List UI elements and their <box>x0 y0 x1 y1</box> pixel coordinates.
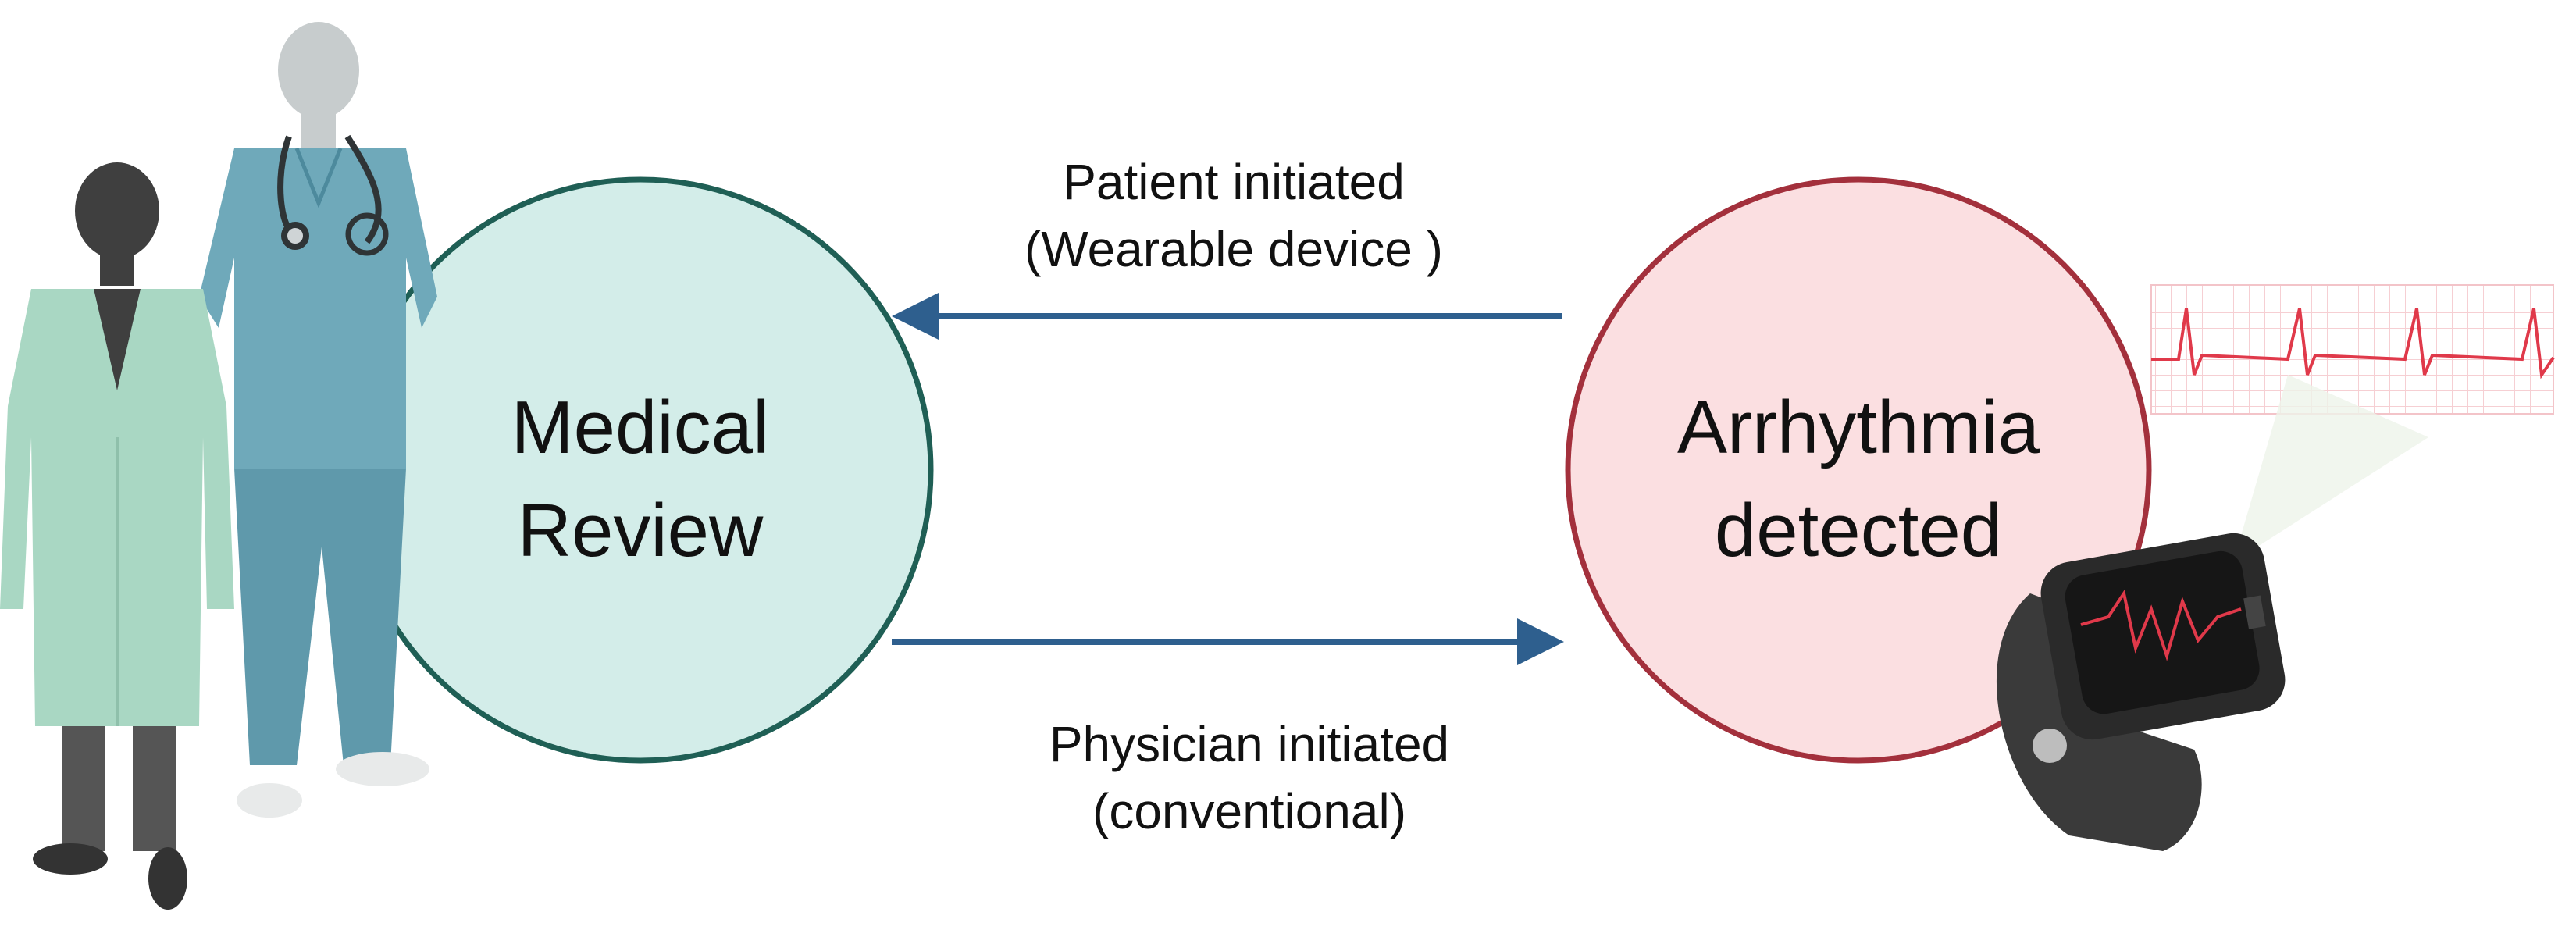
smartwatch-icon <box>1996 533 2286 851</box>
medical-review-label: Medical Review <box>445 376 836 583</box>
physician-initiated-line2: (conventional) <box>1092 783 1406 839</box>
physician-initiated-arrow <box>892 618 1564 665</box>
patient-initiated-label: Patient initiated (Wearable device ) <box>960 148 1507 283</box>
physician-initiated-line1: Physician initiated <box>1049 716 1450 772</box>
arrhythmia-label: Arrhythmia detected <box>1624 376 2093 583</box>
medical-review-line2: Review <box>517 489 764 572</box>
stethoscope-icon <box>277 134 389 256</box>
physician-initiated-label: Physician initiated (conventional) <box>976 711 1523 845</box>
patient-initiated-line2: (Wearable device ) <box>1024 221 1443 277</box>
arrhythmia-line1: Arrhythmia <box>1676 386 2040 469</box>
patient-initiated-line1: Patient initiated <box>1063 154 1405 210</box>
arrhythmia-circle <box>1565 176 2152 764</box>
nurse-figure <box>199 22 437 818</box>
ecg-strip-icon <box>2150 284 2555 562</box>
patient-initiated-arrow <box>892 293 1562 340</box>
physician-figure <box>0 162 234 910</box>
medical-review-line1: Medical <box>511 386 770 469</box>
arrhythmia-line2: detected <box>1714 489 2003 572</box>
